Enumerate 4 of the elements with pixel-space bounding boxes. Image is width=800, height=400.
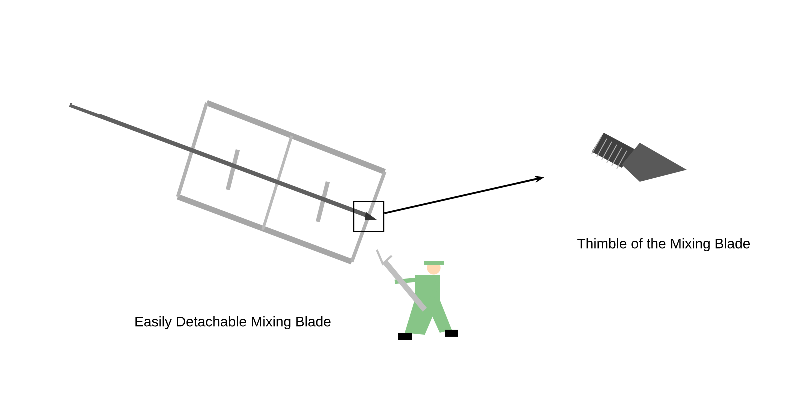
node-label: Thimble of the Mixing Blade	[578, 238, 750, 252]
caption: Easily Detachable Mixing Blade	[136, 316, 331, 330]
thimble-drawing	[592, 133, 687, 182]
highlight-box	[353, 201, 385, 233]
